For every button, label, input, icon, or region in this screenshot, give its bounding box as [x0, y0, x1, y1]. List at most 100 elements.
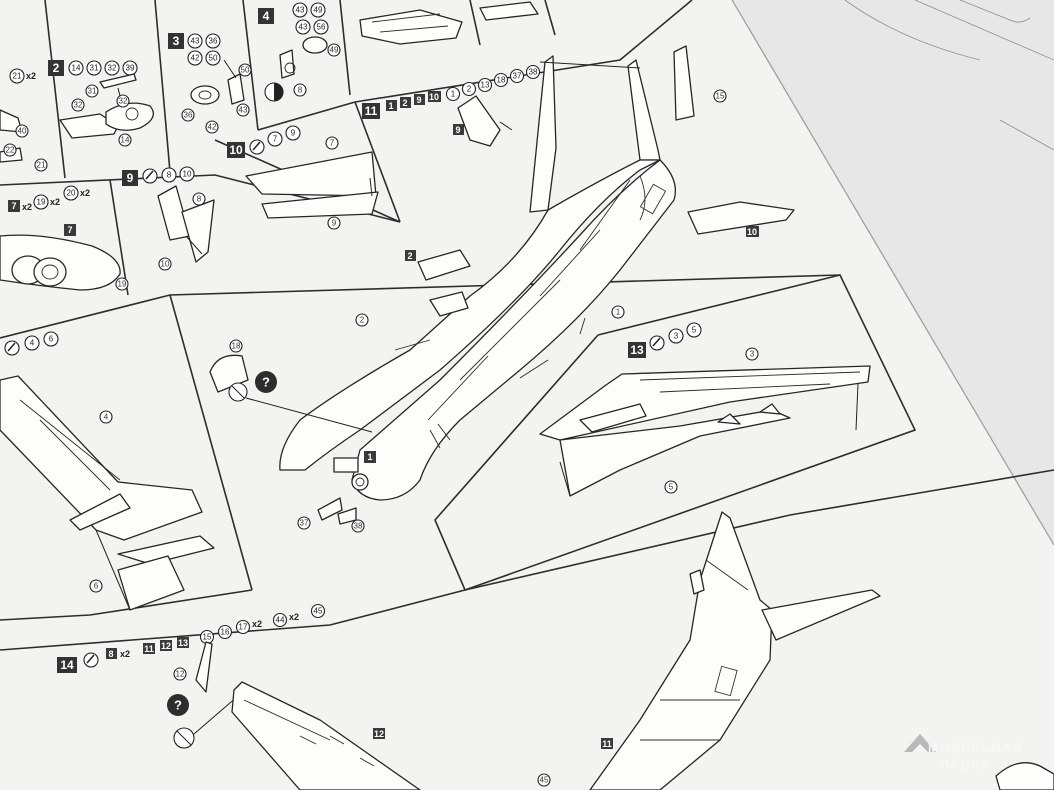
- svg-text:19: 19: [37, 198, 46, 207]
- step-11: 11 1 2 9 10 1 2 13 18 37 38 15 1 37 38 9: [209, 45, 795, 533]
- svg-text:x2: x2: [252, 619, 262, 629]
- svg-text:10: 10: [747, 227, 757, 237]
- mountain-icon: [904, 734, 936, 752]
- svg-text:44: 44: [276, 616, 285, 625]
- svg-text:4: 4: [30, 339, 35, 348]
- svg-text:32: 32: [119, 97, 128, 106]
- antenna-part-12: [195, 641, 213, 693]
- svg-text:10: 10: [183, 170, 192, 179]
- rear-fuselage-assembly: [589, 511, 773, 790]
- part-number: 49: [314, 6, 323, 15]
- svg-text:31: 31: [88, 87, 97, 96]
- svg-text:36: 36: [184, 111, 193, 120]
- step-5-partial-drawing: [359, 1, 539, 45]
- watermark-line-2: ЛАВКА: [940, 757, 990, 772]
- svg-text:8: 8: [108, 649, 113, 659]
- step-number: 14: [60, 658, 74, 672]
- svg-text:50: 50: [241, 66, 250, 75]
- watermark-line-1: МОДЕЛЬНАЯ: [928, 740, 1022, 755]
- svg-text:2: 2: [467, 85, 472, 94]
- svg-text:45: 45: [314, 607, 323, 616]
- part-number: 21: [13, 72, 22, 81]
- step-12: 4 6 4 6: [0, 331, 215, 611]
- part-10: [687, 201, 795, 235]
- svg-text:43: 43: [239, 106, 248, 115]
- question-icon: [255, 371, 277, 393]
- glue-icon: [649, 335, 665, 351]
- svg-text:7: 7: [67, 225, 72, 235]
- step-14: 14 8 x2 11 12 13 15 16 17 x2 44 x2 45 12…: [57, 511, 881, 790]
- next-page-sketch: [844, 0, 1054, 151]
- svg-text:9: 9: [291, 129, 296, 138]
- page-edge: [731, 0, 1054, 546]
- svg-text:13: 13: [481, 81, 490, 90]
- step-number: 2: [53, 61, 60, 75]
- svg-text:x2: x2: [289, 612, 299, 622]
- part-number: 43: [296, 6, 305, 15]
- glue-icon: [4, 340, 20, 356]
- svg-text:x2: x2: [120, 649, 130, 659]
- step-2-drawing: 31 32 32 14: [59, 73, 154, 147]
- part-number: 56: [317, 23, 326, 32]
- part-9: [457, 95, 501, 147]
- step-3-drawing: 36 42 43 50: [181, 59, 252, 134]
- svg-text:18: 18: [497, 76, 506, 85]
- svg-text:18: 18: [232, 342, 241, 351]
- svg-text:?: ?: [174, 698, 182, 713]
- svg-text:7: 7: [330, 139, 335, 148]
- part-circle: [9, 68, 25, 84]
- svg-text:x2: x2: [80, 188, 90, 198]
- svg-text:17: 17: [239, 623, 248, 632]
- svg-text:1: 1: [388, 101, 393, 111]
- step-4-drawing: 49 8: [264, 36, 341, 102]
- svg-text:7: 7: [273, 135, 278, 144]
- svg-text:20: 20: [67, 189, 76, 198]
- svg-text:5: 5: [692, 326, 697, 335]
- svg-text:x2: x2: [22, 202, 32, 212]
- svg-text:9: 9: [332, 219, 337, 228]
- part-number: 39: [126, 64, 135, 73]
- svg-text:9: 9: [455, 125, 460, 135]
- rear-fuselage: [0, 375, 203, 541]
- step-9: 9 8 10 8 10: [122, 166, 215, 271]
- vertical-fin-left: [529, 55, 557, 213]
- left-wing-assembly: [231, 681, 421, 790]
- svg-text:19: 19: [118, 280, 127, 289]
- svg-text:9: 9: [416, 95, 421, 105]
- svg-text:x2: x2: [50, 197, 60, 207]
- svg-text:40: 40: [18, 127, 27, 136]
- svg-text:38: 38: [529, 68, 538, 77]
- svg-text:10: 10: [429, 92, 439, 102]
- step-number: 9: [127, 171, 134, 185]
- part-number: 43: [191, 37, 200, 46]
- svg-text:6: 6: [94, 582, 99, 591]
- step-4-header: 4 43 49 43 56: [258, 2, 329, 35]
- svg-text:1: 1: [451, 90, 456, 99]
- part-number: 50: [209, 54, 218, 63]
- part-2-insert: [417, 249, 471, 281]
- svg-text:32: 32: [74, 101, 83, 110]
- horizontal-stabilizer: [761, 589, 881, 641]
- svg-text:13: 13: [178, 638, 188, 648]
- svg-text:3: 3: [750, 350, 755, 359]
- svg-text:11: 11: [144, 644, 154, 654]
- step-3-header: 3 43 36 42 50: [168, 33, 221, 66]
- svg-text:15: 15: [716, 92, 725, 101]
- stabilizer-half: [181, 199, 215, 263]
- step-number: 13: [630, 343, 644, 357]
- svg-text:4: 4: [104, 413, 109, 422]
- svg-text:37: 37: [513, 72, 522, 81]
- watermark-logo: МОДЕЛЬНАЯ ЛАВКА: [904, 734, 1022, 772]
- svg-text:22: 22: [6, 146, 15, 155]
- part-number: 32: [108, 64, 117, 73]
- glue-icon: [142, 168, 158, 184]
- part-number: 14: [72, 64, 81, 73]
- step-2-header: 2 14 31 32 39: [48, 60, 138, 76]
- svg-text:15: 15: [203, 633, 212, 642]
- svg-text:8: 8: [197, 195, 202, 204]
- glue-icon: [145, 170, 154, 180]
- vertical-fin-right: [627, 59, 661, 161]
